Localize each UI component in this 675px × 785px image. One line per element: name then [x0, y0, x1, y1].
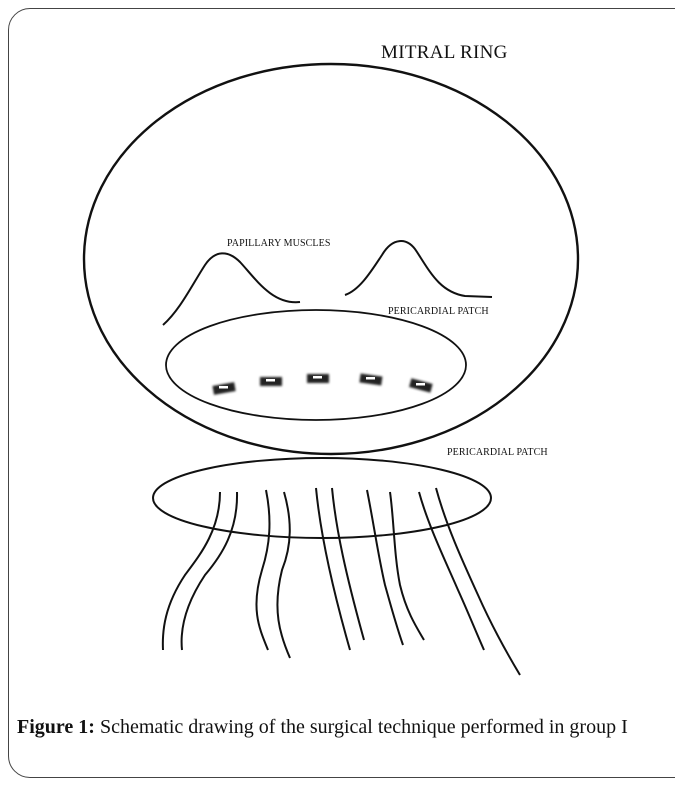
mitral-ring-outline	[84, 64, 578, 454]
caption-text: Schematic drawing of the surgical techni…	[95, 716, 628, 738]
suture	[436, 488, 520, 675]
papillary-muscle-right	[345, 241, 492, 297]
lower-patch-label: PERICARDIAL PATCH	[447, 447, 548, 458]
papillary-muscles-label: PAPILLARY MUSCLES	[227, 238, 331, 249]
caption-label: Figure 1:	[17, 716, 95, 738]
surgical-schematic: MITRAL RING PAPILLARY MUSCLES PERICARDIA…	[0, 0, 675, 700]
suture	[182, 492, 237, 650]
suture	[277, 492, 290, 658]
sutures	[163, 488, 520, 675]
inner-patch-label: PERICARDIAL PATCH	[388, 306, 489, 317]
suture	[316, 488, 350, 650]
mitral-ring-label: MITRAL RING	[381, 42, 508, 63]
patch-stitches	[212, 374, 432, 395]
papillary-muscle-left	[163, 253, 300, 325]
inner-pericardial-patch	[166, 310, 466, 420]
figure-caption: Figure 1: Schematic drawing of the surgi…	[17, 714, 667, 741]
suture	[256, 490, 269, 650]
suture	[332, 488, 364, 640]
